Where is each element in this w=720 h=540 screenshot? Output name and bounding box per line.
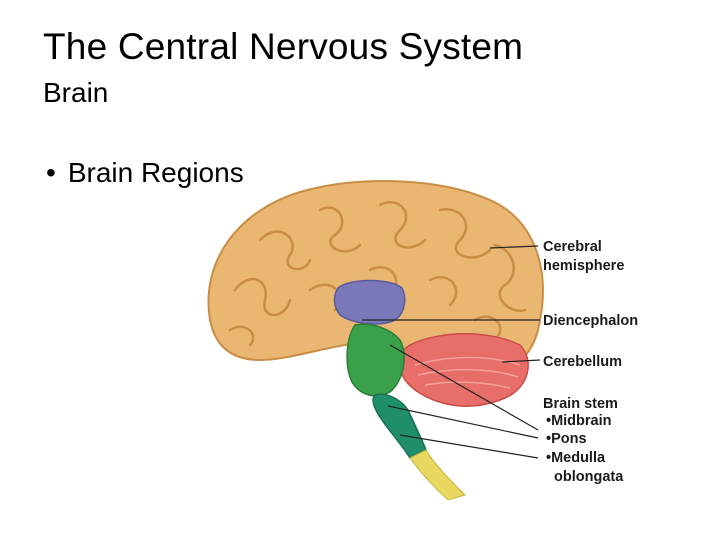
diencephalon-region: [333, 279, 406, 325]
medulla-region: [372, 393, 427, 459]
label-medulla-line2: oblongata: [554, 469, 624, 485]
label-cerebral-line1: Cerebral: [543, 239, 602, 255]
bullet-dot: •: [46, 157, 56, 188]
bullet-item: • Brain Regions: [46, 157, 244, 189]
brain-diagram-svg: Cerebral hemisphere Diencephalon Cerebel…: [207, 180, 638, 500]
label-diencephalon: Diencephalon: [543, 313, 638, 329]
slide-subtitle: Brain: [43, 77, 109, 108]
spinal-cord-region: [409, 449, 466, 500]
cerebral-hemisphere-region: [207, 180, 544, 377]
label-cerebellum: Cerebellum: [543, 354, 622, 370]
slide-title: The Central Nervous System: [43, 26, 524, 67]
leader-lines: [362, 245, 541, 459]
pons-region: [346, 323, 405, 397]
label-pons: •Pons: [546, 431, 587, 447]
label-midbrain: •Midbrain: [546, 413, 612, 429]
label-brain-stem: Brain stem: [543, 396, 618, 412]
brain-diagram: Cerebral hemisphere Diencephalon Cerebel…: [190, 170, 660, 500]
label-cerebral-line2: hemisphere: [543, 258, 624, 274]
cerebellum-folia: [414, 356, 521, 389]
bullet-text: Brain Regions: [67, 157, 244, 188]
label-medulla-line1: •Medulla: [546, 450, 606, 466]
